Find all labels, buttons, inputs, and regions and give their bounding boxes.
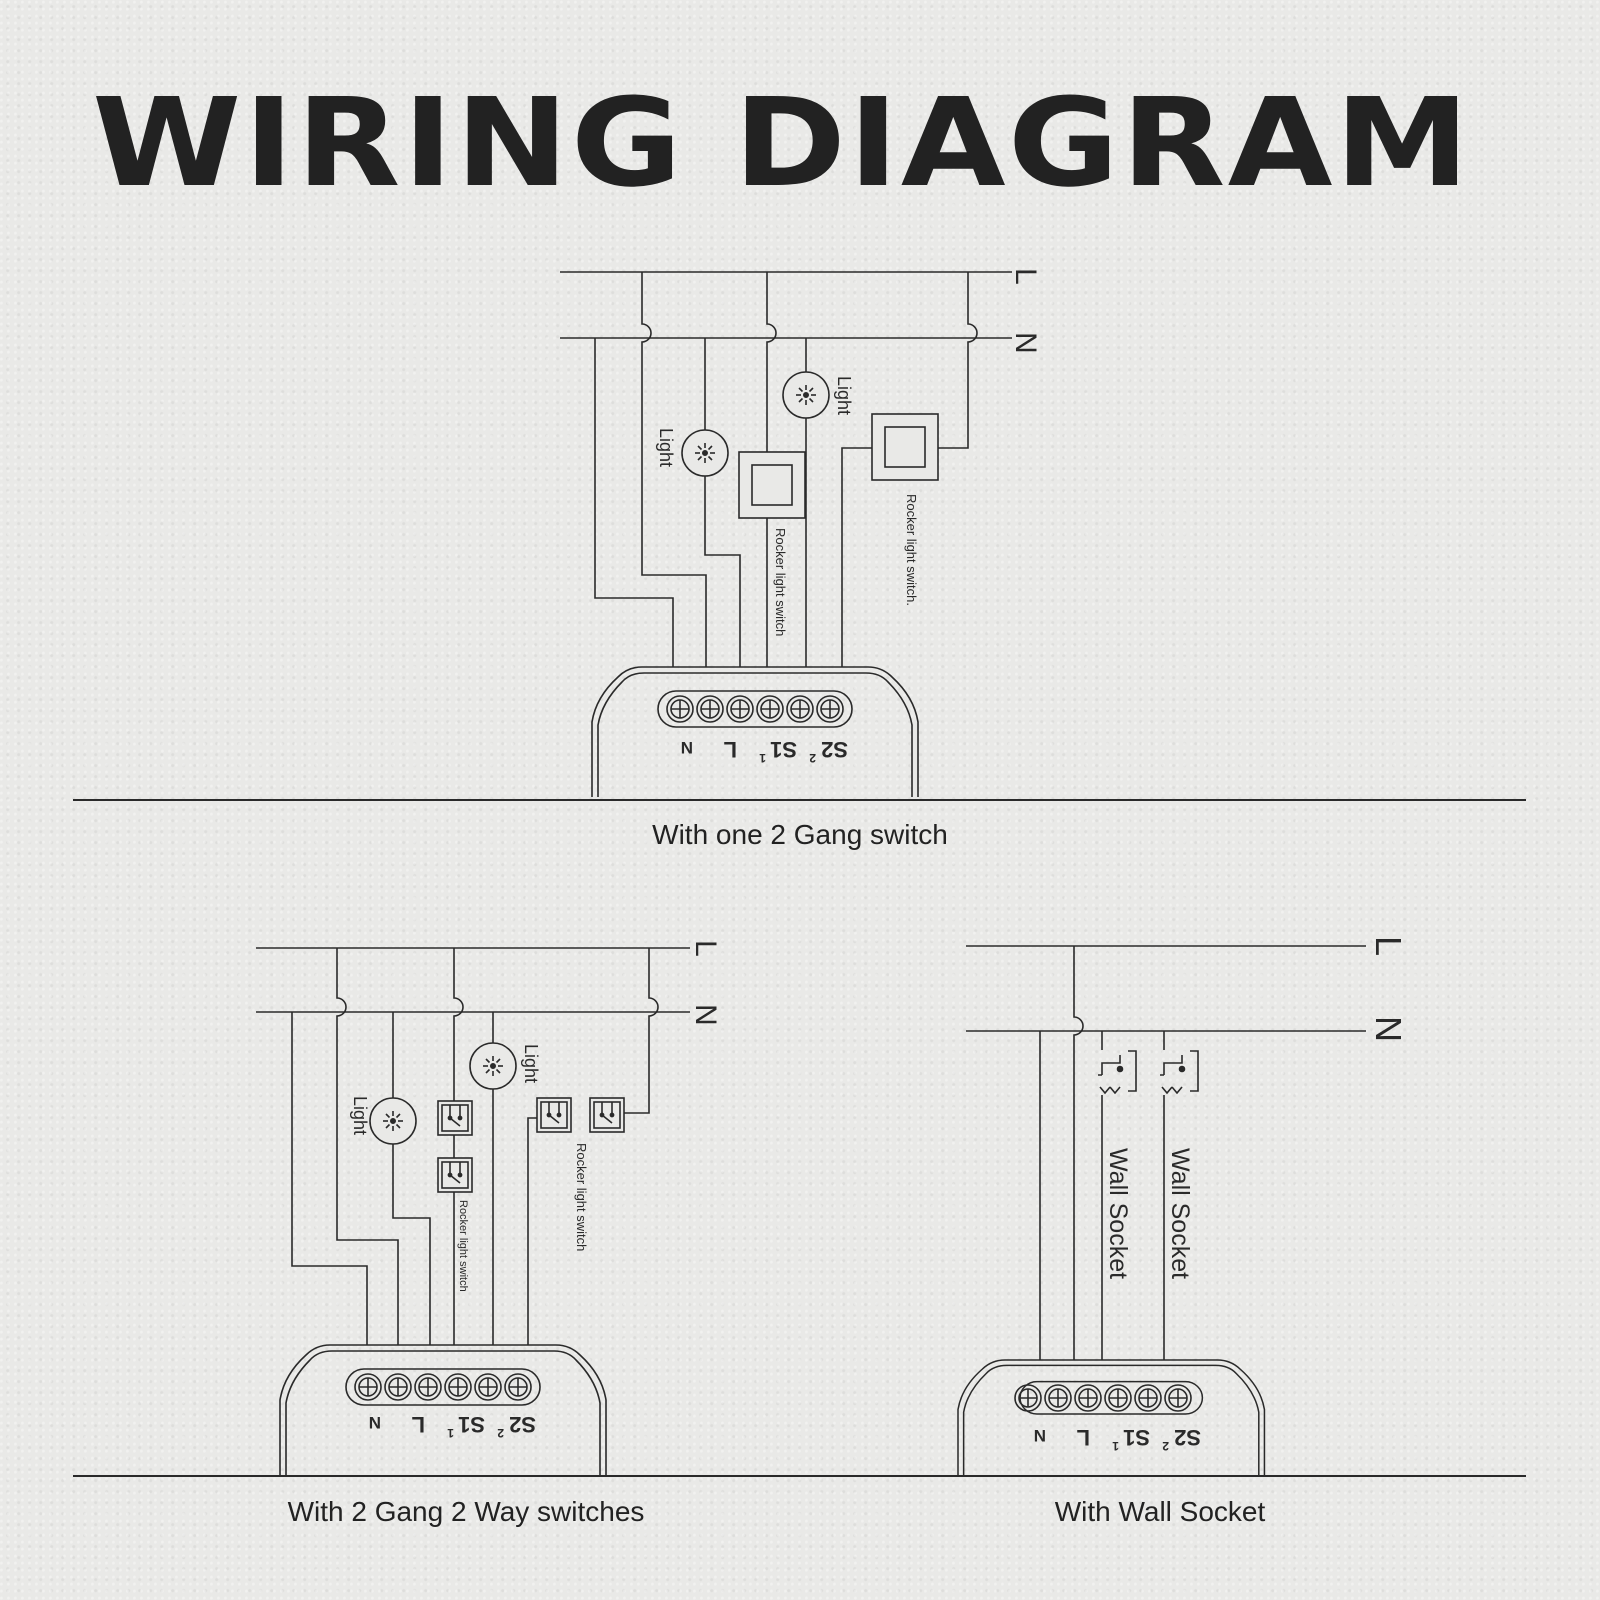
diagram-caption: With 2 Gang 2 Way switches bbox=[288, 1496, 645, 1527]
socket-icon bbox=[1159, 1050, 1199, 1094]
light-bulb-icon bbox=[782, 371, 830, 419]
light-label: Light bbox=[834, 376, 854, 415]
terminal-labels: S2 2 S1 1 L N bbox=[681, 737, 848, 765]
socket-icon bbox=[1097, 1050, 1137, 1094]
svg-text:N: N bbox=[1034, 1426, 1046, 1445]
neutral-bus-label: N bbox=[1368, 1016, 1409, 1042]
svg-text:L: L bbox=[1077, 1425, 1090, 1450]
svg-text:L: L bbox=[412, 1412, 425, 1437]
rocker-switch-label: Rocker light switch. bbox=[904, 494, 919, 606]
live-bus-label: L bbox=[1368, 936, 1409, 956]
neutral-bus-label: N bbox=[1009, 332, 1042, 354]
svg-text:L: L bbox=[724, 737, 737, 762]
diagram-caption: With Wall Socket bbox=[1055, 1496, 1266, 1527]
light-label: Light bbox=[656, 428, 676, 467]
wall-socket-label: Wall Socket bbox=[1166, 1148, 1194, 1279]
rocker-switch-label: Rocker light switch bbox=[574, 1143, 589, 1251]
wall-socket-label: Wall Socket bbox=[1104, 1148, 1132, 1279]
svg-text:S1: S1 bbox=[458, 1412, 485, 1437]
two-way-switch-icon bbox=[589, 1097, 625, 1133]
light-label: Light bbox=[521, 1044, 541, 1083]
live-bus-label: L bbox=[689, 940, 722, 957]
light-bulb-icon bbox=[469, 1042, 517, 1090]
neutral-bus-label: N bbox=[689, 1004, 722, 1026]
svg-text:1: 1 bbox=[447, 1426, 454, 1440]
wires bbox=[1039, 946, 1165, 1360]
diagram-one-2-gang-switch: L N Light Light Rocker light switch Rock… bbox=[73, 268, 1526, 850]
svg-text:S2: S2 bbox=[821, 737, 848, 762]
relay-module bbox=[279, 1344, 607, 1476]
rocker-switch-label: Rocker light switch bbox=[457, 1200, 469, 1292]
wires bbox=[291, 948, 659, 1345]
live-bus-label: L bbox=[1009, 268, 1042, 285]
svg-text:1: 1 bbox=[759, 751, 766, 765]
light-label: Light bbox=[350, 1096, 370, 1135]
svg-text:S1: S1 bbox=[770, 737, 797, 762]
wires bbox=[594, 272, 978, 667]
two-way-switch-icon bbox=[437, 1157, 473, 1193]
light-bulb-icon bbox=[681, 429, 729, 477]
light-bulb-icon bbox=[369, 1097, 417, 1145]
diagram-wall-socket: L N Wall Socket Wall Socket S2 2 S1 1 L … bbox=[957, 936, 1409, 1527]
rocker-switch-label: Rocker light switch bbox=[773, 528, 788, 636]
svg-text:N: N bbox=[681, 738, 693, 757]
rocker-switch-icon bbox=[738, 451, 806, 519]
terminal-labels: S2 2 S1 1 L N bbox=[1034, 1425, 1201, 1453]
two-way-switch-icon bbox=[536, 1097, 572, 1133]
relay-module bbox=[591, 666, 919, 798]
terminal-labels: S2 2 S1 1 L N bbox=[369, 1412, 536, 1440]
svg-text:2: 2 bbox=[809, 751, 816, 765]
svg-text:S1: S1 bbox=[1123, 1425, 1150, 1450]
svg-text:S2: S2 bbox=[1174, 1425, 1201, 1450]
svg-text:2: 2 bbox=[497, 1426, 504, 1440]
diagram-2-gang-2-way-switches: L N Light Light Rocker light switch Rock… bbox=[73, 940, 1526, 1527]
rocker-switch-icon bbox=[871, 413, 939, 481]
page-title: WIRING DIAGRAM bbox=[92, 72, 1472, 214]
svg-text:2: 2 bbox=[1162, 1439, 1169, 1453]
two-way-switch-icon bbox=[437, 1100, 473, 1136]
diagram-caption: With one 2 Gang switch bbox=[652, 819, 948, 850]
svg-text:1: 1 bbox=[1112, 1439, 1119, 1453]
relay-module bbox=[957, 1359, 1266, 1478]
svg-text:N: N bbox=[369, 1413, 381, 1432]
svg-text:S2: S2 bbox=[509, 1412, 536, 1437]
